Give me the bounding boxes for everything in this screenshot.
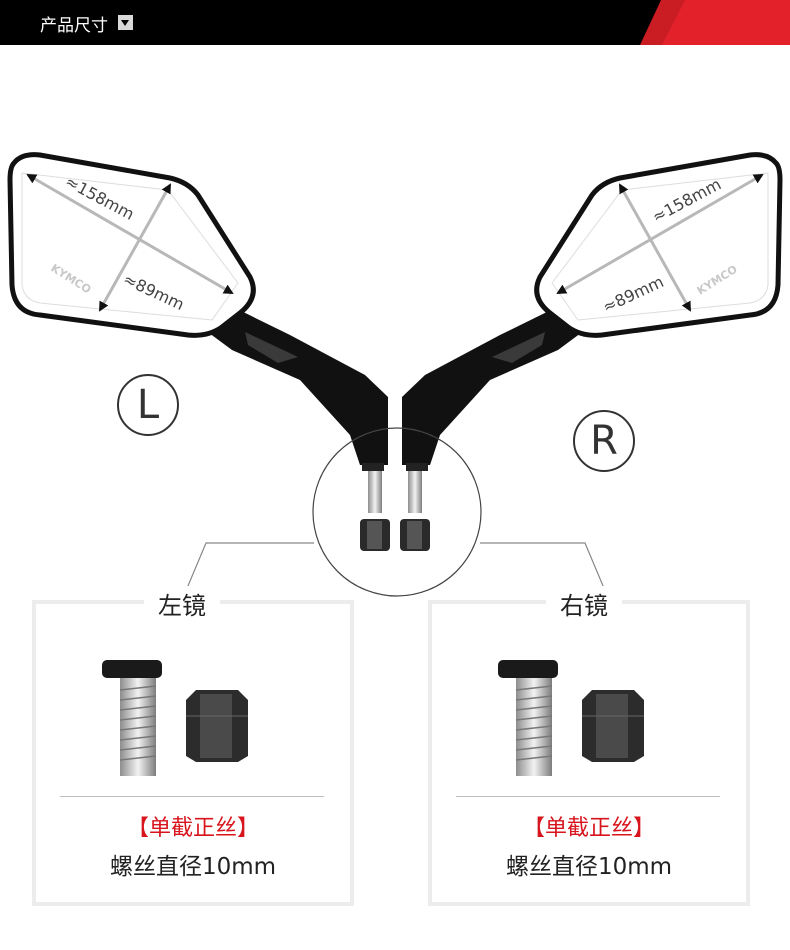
- left-bolt-nut-image: [102, 660, 248, 776]
- left-panel-title: 左镜: [144, 586, 220, 621]
- zoom-detail-circle: [184, 427, 607, 597]
- mirrors-illustration: KYMCO ≈158mm ≈89mm KYMCO ≈158mm ≈89mm: [7, 152, 783, 597]
- panel-divider: [60, 796, 324, 797]
- right-screw-spec: 螺丝直径10mm: [505, 854, 673, 880]
- right-mirror: KYMCO ≈158mm ≈89mm: [402, 152, 783, 471]
- panel-divider: [456, 796, 720, 797]
- left-thread-note: 【单截正丝】: [126, 816, 259, 841]
- section-title: 产品尺寸: [40, 16, 108, 36]
- right-side-badge: R: [573, 410, 635, 472]
- dropdown-arrow-icon: [118, 15, 133, 30]
- right-thread-note: 【单截正丝】: [522, 816, 655, 841]
- left-screw-spec: 螺丝直径10mm: [109, 854, 277, 880]
- left-side-badge: L: [117, 374, 179, 436]
- right-bolt-nut-image: [498, 660, 644, 776]
- left-mirror-panel: 【单截正丝】 螺丝直径10mm: [32, 600, 354, 906]
- section-header: 产品尺寸: [0, 0, 790, 45]
- left-mirror: KYMCO ≈158mm ≈89mm: [7, 152, 388, 471]
- header-accent-stripe-inner: [662, 0, 790, 45]
- right-panel-title: 右镜: [546, 586, 622, 621]
- right-mirror-panel: 【单截正丝】 螺丝直径10mm: [428, 600, 750, 906]
